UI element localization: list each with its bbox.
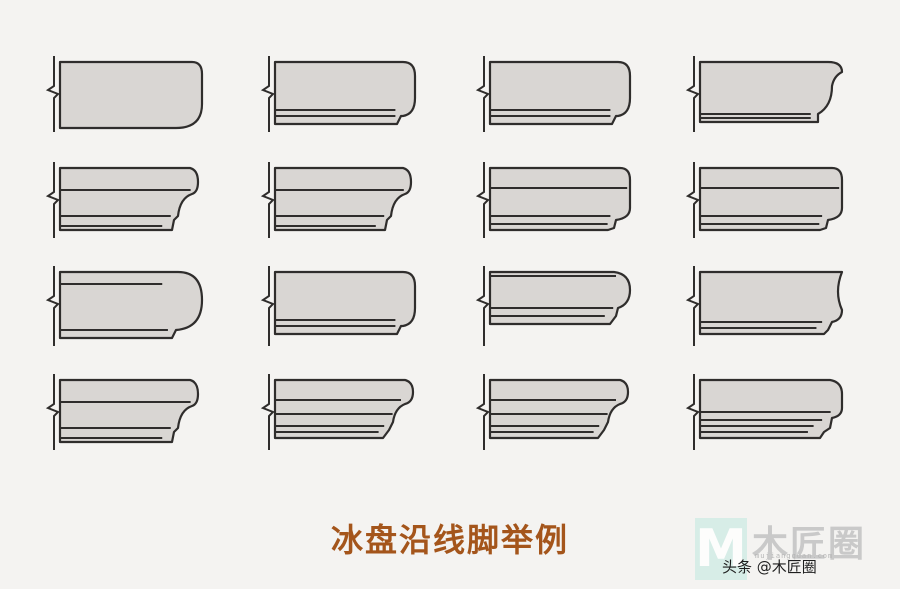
profile-r1c4 [685,56,844,132]
profile-r3c2 [260,266,417,346]
wall-break-line [260,374,275,450]
wall-break-line [475,374,490,450]
profile-r1c2 [260,56,417,132]
profile-outline [698,270,844,336]
profile-outline [273,270,417,336]
wall-break-line [685,266,700,346]
profile-r4c1 [45,374,200,450]
profile-outline [58,270,204,340]
profile-r4c2 [260,374,415,450]
wall-break-line [685,162,700,238]
wall-break-line [685,56,700,132]
profile-grid [45,56,844,450]
wall-break-line [260,266,275,346]
profile-outline [488,270,632,326]
watermark-m-icon: M [695,518,747,580]
profile-r1c3 [475,56,632,132]
wall-break-line [475,56,490,132]
profile-outline [58,166,200,232]
profile-outline [58,378,200,444]
profile-r1c1 [45,56,204,132]
profile-outline [698,166,844,232]
profile-r3c1 [45,266,204,346]
wall-break-line [45,162,60,238]
profile-r2c1 [45,162,200,238]
profile-r2c3 [475,162,632,238]
profile-r2c2 [260,162,413,238]
wall-break-line [475,162,490,238]
watermark-source: 头条 @木匠圈 [722,558,817,576]
wall-break-line [685,374,700,450]
watermark-brand: 木匠圈 [752,524,867,565]
wall-break-line [45,56,60,132]
caption-title: 冰盘沿线脚举例 [330,521,569,559]
profile-r4c4 [685,374,844,450]
profile-outline [698,378,844,440]
wall-break-line [260,56,275,132]
profile-r4c3 [475,374,630,450]
profile-r2c4 [685,162,844,238]
profile-outline [273,166,413,232]
wall-break-line [260,162,275,238]
profile-r3c4 [685,266,844,346]
profile-outline [273,378,415,440]
wall-break-line [475,266,490,346]
wall-break-line [45,374,60,450]
profile-r3c3 [475,266,632,346]
profile-outline [488,378,630,440]
profile-outline [698,60,844,124]
profile-outline [488,166,632,232]
profile-outline [488,60,632,126]
watermark-site: mujiangquan.com [755,552,834,560]
profile-outline [273,60,417,126]
profile-outline [58,60,204,130]
wall-break-line [45,266,60,346]
